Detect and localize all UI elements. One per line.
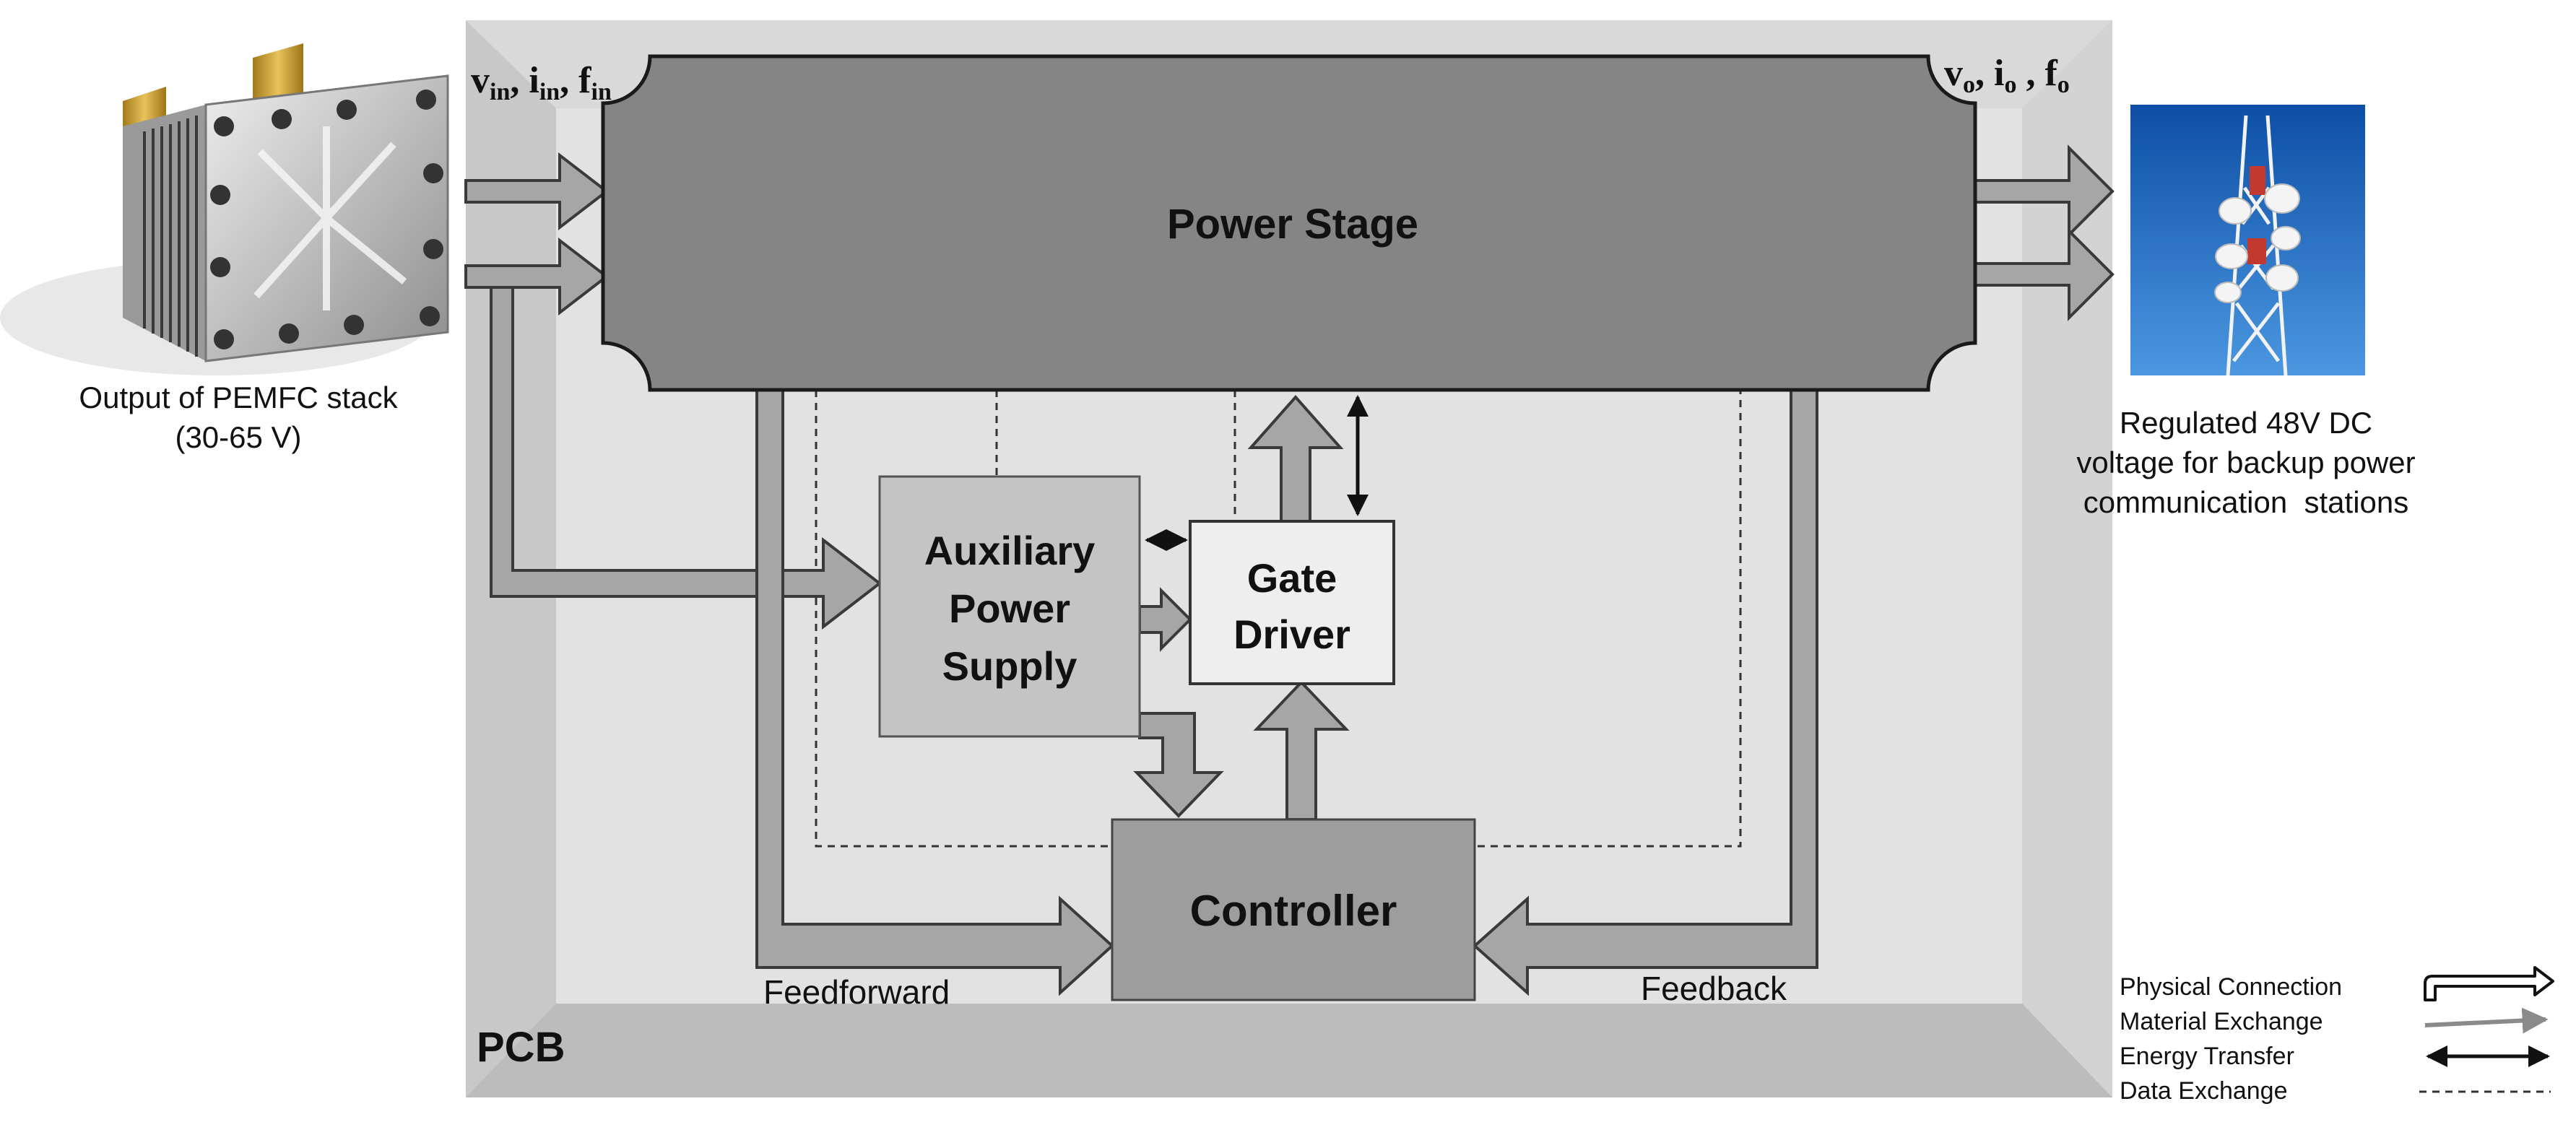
power-stage-label: Power Stage	[1167, 201, 1418, 248]
loop-arrows	[755, 385, 1818, 996]
output-i: i	[1994, 53, 2004, 94]
pcb-bevel-bottom	[466, 1004, 2112, 1097]
stack-top-tab	[253, 43, 303, 108]
stack-star-pattern	[253, 126, 407, 310]
input-arrow-upper	[464, 152, 610, 231]
pemfc-stack-image	[0, 43, 449, 375]
power-stage-block	[601, 54, 1977, 392]
controller-label: Controller	[1190, 887, 1397, 935]
auxiliary-power-supply-block	[878, 475, 1141, 738]
output-f: f	[2044, 53, 2057, 94]
output-sep-1: ,	[1975, 53, 1994, 94]
stack-fins	[143, 116, 198, 357]
controller-block	[1111, 818, 1476, 1001]
legend-label-energy: Energy Transfer	[2120, 1043, 2294, 1070]
output-sep-2: ,	[2016, 53, 2044, 94]
output-caption-line2: voltage for backup power	[2076, 445, 2415, 479]
communication-tower-image	[2130, 105, 2365, 376]
feedforward-label: Feedforward	[763, 973, 950, 1011]
energy-arrows	[1145, 395, 1369, 551]
legend: Physical Connection Material Exchange En…	[2120, 966, 2554, 1105]
data-line-loop	[815, 390, 1742, 848]
legend-symbol-material	[2424, 1007, 2549, 1034]
gate-label-line2: Driver	[1233, 612, 1350, 657]
stack-bolts	[210, 90, 443, 349]
output-signal-label: vo, io , fo	[1944, 53, 2070, 98]
input-caption-line1: Output of PEMFC stack	[79, 380, 398, 414]
tower-dishes	[2214, 183, 2301, 303]
stack-rear-plate	[123, 105, 206, 361]
input-signal-label: vin, iin, fin	[471, 60, 612, 105]
feedback-arrow	[1472, 385, 1818, 996]
input-sep-1: ,	[510, 60, 529, 101]
pcb-label: PCB	[477, 1024, 565, 1071]
input-f: f	[578, 60, 591, 101]
input-sep-2: ,	[560, 60, 578, 101]
legend-label-data: Data Exchange	[2120, 1077, 2288, 1105]
controller-to-gate-arrow	[1253, 680, 1350, 821]
input-i-sub: in	[539, 79, 560, 105]
output-f-sub: o	[2057, 71, 2070, 98]
output-v-sub: o	[1963, 71, 1975, 98]
input-arrow-lower	[464, 237, 610, 316]
input-v-sub: in	[490, 79, 510, 105]
legend-label-material: Material Exchange	[2120, 1008, 2323, 1035]
output-arrow-upper	[1974, 144, 2115, 238]
input-arrows	[464, 152, 882, 630]
aux-label-line1: Auxiliary	[924, 528, 1096, 573]
aux-label-line2: Power	[949, 586, 1070, 631]
legend-symbol-physical	[2424, 966, 2554, 1001]
output-caption-line3: communication stations	[2083, 485, 2409, 519]
feedforward-arrow	[755, 385, 1114, 996]
input-f-sub: in	[591, 79, 612, 105]
gate-driver-block	[1189, 520, 1395, 685]
input-v: v	[471, 60, 490, 101]
tower-red-section-2	[2247, 238, 2266, 264]
input-to-aux-arrow	[490, 286, 882, 630]
feedback-label: Feedback	[1641, 970, 1787, 1007]
output-arrow-lower	[1974, 227, 2115, 321]
aux-to-controller-arrow	[1133, 712, 1224, 818]
aux-to-gate-arrow	[1138, 587, 1192, 652]
output-caption-line1: Regulated 48V DC	[2120, 406, 2372, 440]
input-caption-line2: (30-65 V)	[175, 420, 301, 454]
output-arrows	[1974, 144, 2115, 321]
gate-to-power-arrow	[1247, 394, 1344, 523]
legend-label-physical: Physical Connection	[2120, 973, 2342, 1001]
aux-label-line3: Supply	[942, 643, 1077, 689]
input-i: i	[529, 60, 539, 101]
gate-label-line1: Gate	[1247, 555, 1337, 601]
tower-red-section-1	[2250, 166, 2265, 195]
output-v: v	[1944, 53, 1963, 94]
output-i-sub: o	[2004, 71, 2016, 98]
